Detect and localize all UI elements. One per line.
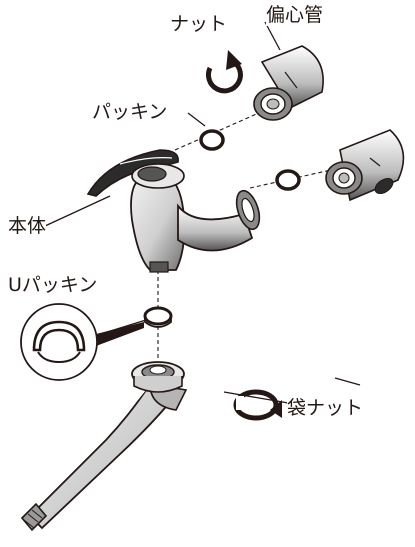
label-u-packing: Uパッキン: [8, 274, 98, 296]
u-packing-callout: [20, 303, 147, 381]
rotation-arrow-icon: [205, 50, 243, 94]
axis-right: [249, 167, 341, 189]
leader-eccentric: [264, 21, 281, 51]
label-eccentric-pipe: 偏心管: [266, 4, 324, 26]
faucet-body: [130, 163, 261, 273]
label-packing: パッキン: [92, 101, 168, 123]
leader-packing: [187, 112, 206, 127]
bag-nut-rotation-arrow-icon: [233, 389, 282, 421]
label-nut: ナット: [170, 13, 228, 35]
leader-body: [44, 195, 111, 227]
label-body: 本体: [8, 215, 47, 237]
upper-eccentric-pipe: [253, 45, 324, 121]
upper-packing: [199, 129, 225, 151]
u-packing-ring: [143, 306, 173, 328]
label-bag-nut: 袋ナット: [287, 397, 364, 419]
axis-top: [174, 107, 271, 151]
right-packing: [275, 169, 301, 191]
spout: [20, 361, 188, 532]
right-eccentric-pipe: [325, 129, 405, 202]
leader-bagnut-a: [334, 377, 361, 386]
